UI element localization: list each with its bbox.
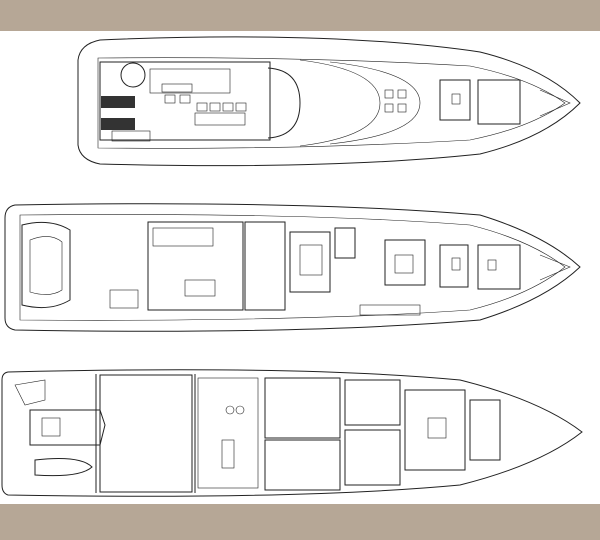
lower-deck-plan: [1, 369, 583, 497]
main-deck-plan: [4, 203, 581, 332]
sun-deck-plan: [77, 36, 581, 167]
frame-bottom-band: [0, 504, 600, 540]
frame-top-band: [0, 0, 600, 31]
